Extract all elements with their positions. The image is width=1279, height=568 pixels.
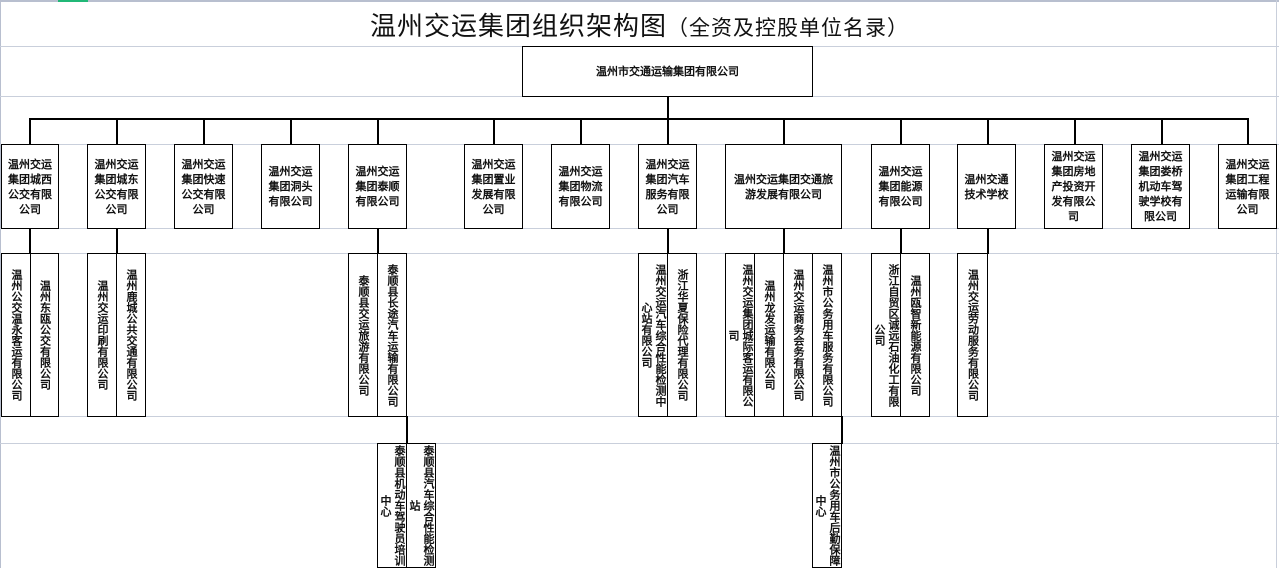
connector-line — [377, 229, 379, 254]
org-node-label: 泰顺县汽车综合性能检测站 — [408, 445, 435, 566]
org-node-level2[interactable]: 温州交运集团洞头有限公司 — [261, 144, 320, 229]
org-node-level4[interactable]: 泰顺县汽车综合性能检测站 — [406, 443, 436, 568]
org-node-label: 温州市交通运输集团有限公司 — [596, 65, 739, 78]
org-node-label: 温州交运汽车综合性能检测中心站有限公司 — [640, 263, 667, 407]
connector-line — [1161, 118, 1163, 144]
org-node-level2[interactable]: 温州交运集团城西公交有限公司 — [1, 144, 59, 229]
connector-line — [116, 118, 118, 144]
connector-line — [1247, 118, 1249, 144]
org-node-label: 温州交运集团能源有限公司 — [878, 165, 923, 208]
org-node-label: 温州交运集团城东公交有限公司 — [94, 157, 139, 216]
org-node-label: 温州交运集团汽车服务有限公司 — [645, 157, 690, 216]
org-node-label: 温州交运集团交通旅游发展有限公司 — [734, 172, 833, 201]
org-node-label: 温州东瓯公交有限公司 — [38, 280, 52, 390]
org-node-label: 浙江华夏保险代理有限公司 — [676, 269, 689, 401]
connector-line — [783, 229, 785, 254]
connector-line — [377, 118, 379, 144]
org-node-label: 温州交运集团城际客运有限公司 — [727, 263, 754, 407]
org-node-label: 温州龙发运输有限公司 — [763, 280, 776, 390]
connector-line — [29, 229, 31, 254]
connector-line — [580, 118, 582, 144]
org-node-label: 温州交运集团娄桥机动车驾驶学校有限公司 — [1138, 150, 1183, 223]
connector-line — [667, 97, 669, 119]
org-node-level3[interactable]: 温州交运汽车综合性能检测中心站有限公司 — [638, 253, 668, 417]
org-node-level3[interactable]: 温州东瓯公交有限公司 — [30, 253, 59, 417]
org-node-label: 温州鹿城公共交通有限公司 — [125, 269, 138, 401]
org-node-level3[interactable]: 温州交运集团城际客运有限公司 — [725, 253, 755, 417]
org-node-level2[interactable]: 温州交运集团交通旅游发展有限公司 — [725, 144, 842, 229]
title-main: 温州交运集团组织架构图 — [369, 12, 667, 42]
org-node-label: 温州交运集团置业发展有限公司 — [471, 157, 516, 216]
connector-line — [493, 118, 495, 144]
connector-line — [987, 229, 989, 254]
org-node-level4[interactable]: 温州市公务用车后勤保障中心 — [812, 443, 842, 568]
org-node-level2[interactable]: 温州交运集团房地产投资开发有限公司 — [1044, 144, 1103, 229]
org-node-level2[interactable]: 温州交运集团能源有限公司 — [871, 144, 930, 229]
org-node-label: 温州公交温永客运有限公司 — [10, 269, 23, 401]
org-node-label: 温州交运集团物流有限公司 — [558, 165, 603, 208]
org-node-label: 温州交运商务会务有限公司 — [792, 269, 805, 401]
org-node-level2[interactable]: 温州交运集团城东公交有限公司 — [87, 144, 146, 229]
connector-line — [783, 118, 785, 144]
org-node-level2[interactable]: 温州交运集团置业发展有限公司 — [464, 144, 523, 229]
org-node-level3[interactable]: 温州龙发运输有限公司 — [754, 253, 784, 417]
org-node-label: 温州交运集团洞头有限公司 — [268, 165, 313, 208]
org-node-level3[interactable]: 泰顺县长途汽车运输有限公司 — [377, 253, 407, 417]
org-node-level2[interactable]: 温州交运集团泰顺有限公司 — [348, 144, 407, 229]
org-node-label: 温州交运集团城西公交有限公司 — [8, 157, 52, 216]
org-node-label: 浙江自贸区诚远石油化工有限公司 — [873, 263, 900, 407]
org-node-label: 温州交运集团工程运输有限公司 — [1225, 157, 1270, 216]
org-node-level3[interactable]: 温州交运印刷有限公司 — [87, 253, 117, 417]
connector-line — [1074, 118, 1076, 144]
org-node-label: 温州交运集团快速公交有限公司 — [181, 157, 226, 216]
column-header-strip — [0, 0, 1279, 2]
connector-line — [667, 118, 669, 144]
org-node-level2[interactable]: 温州交运集团快速公交有限公司 — [174, 144, 233, 229]
connector-line — [900, 229, 902, 254]
org-node-label: 温州市公务用车服务有限公司 — [821, 263, 834, 407]
org-node-level2[interactable]: 温州交通技术学校 — [957, 144, 1016, 229]
org-node-level2[interactable]: 温州交运集团汽车服务有限公司 — [638, 144, 697, 229]
org-node-level3[interactable]: 浙江自贸区诚远石油化工有限公司 — [871, 253, 901, 417]
connector-line — [987, 118, 989, 144]
connector-line — [29, 118, 31, 144]
org-node-level2[interactable]: 温州交运集团娄桥机动车驾驶学校有限公司 — [1131, 144, 1190, 229]
connector-line — [667, 229, 669, 254]
grid-right-edge — [1276, 0, 1277, 568]
org-node-level4[interactable]: 泰顺县机动车驾驶员培训中心 — [377, 443, 407, 568]
org-node-label: 温州瓯智新能源有限公司 — [909, 274, 922, 396]
org-node-level3[interactable]: 温州交运劳动服务有限公司 — [957, 253, 988, 417]
selected-column-indicator — [58, 0, 88, 2]
org-node-level2[interactable]: 温州交运集团物流有限公司 — [551, 144, 610, 229]
org-node-label: 泰顺县长途汽车运输有限公司 — [386, 263, 399, 407]
org-node-level3[interactable]: 温州瓯智新能源有限公司 — [900, 253, 930, 417]
connector-line — [29, 118, 1248, 120]
grid-line — [0, 443, 1279, 444]
org-node-level3[interactable]: 温州市公务用车服务有限公司 — [812, 253, 842, 417]
org-node-level3[interactable]: 泰顺县交运旅游有限公司 — [348, 253, 378, 417]
chart-title: 温州交运集团组织架构图（全资及控股单位名录） — [0, 6, 1279, 43]
connector-line — [203, 118, 205, 144]
title-sub: （全资及控股单位名录） — [667, 16, 909, 40]
org-node-label: 泰顺县交运旅游有限公司 — [357, 274, 370, 396]
org-node-label: 泰顺县机动车驾驶员培训中心 — [379, 445, 406, 566]
row-header-edge — [0, 0, 1, 568]
connector-line — [900, 118, 902, 144]
org-node-label: 温州交运集团泰顺有限公司 — [355, 165, 400, 208]
connector-line — [406, 416, 408, 444]
org-node-level3[interactable]: 温州鹿城公共交通有限公司 — [116, 253, 146, 417]
connector-line — [116, 229, 118, 254]
org-node-root[interactable]: 温州市交通运输集团有限公司 — [522, 46, 813, 97]
org-node-level3[interactable]: 温州交运商务会务有限公司 — [783, 253, 813, 417]
org-node-label: 温州交运劳动服务有限公司 — [966, 269, 980, 401]
org-node-label: 温州交通技术学校 — [964, 172, 1009, 201]
org-node-label: 温州交运集团房地产投资开发有限公司 — [1051, 150, 1096, 223]
org-node-level3[interactable]: 浙江华夏保险代理有限公司 — [667, 253, 697, 417]
connector-line — [841, 416, 843, 444]
org-node-label: 温州市公务用车后勤保障中心 — [814, 445, 841, 566]
org-node-label: 温州交运印刷有限公司 — [96, 280, 109, 390]
org-node-level2[interactable]: 温州交运集团工程运输有限公司 — [1218, 144, 1277, 229]
connector-line — [290, 118, 292, 144]
org-node-level3[interactable]: 温州公交温永客运有限公司 — [1, 253, 31, 417]
